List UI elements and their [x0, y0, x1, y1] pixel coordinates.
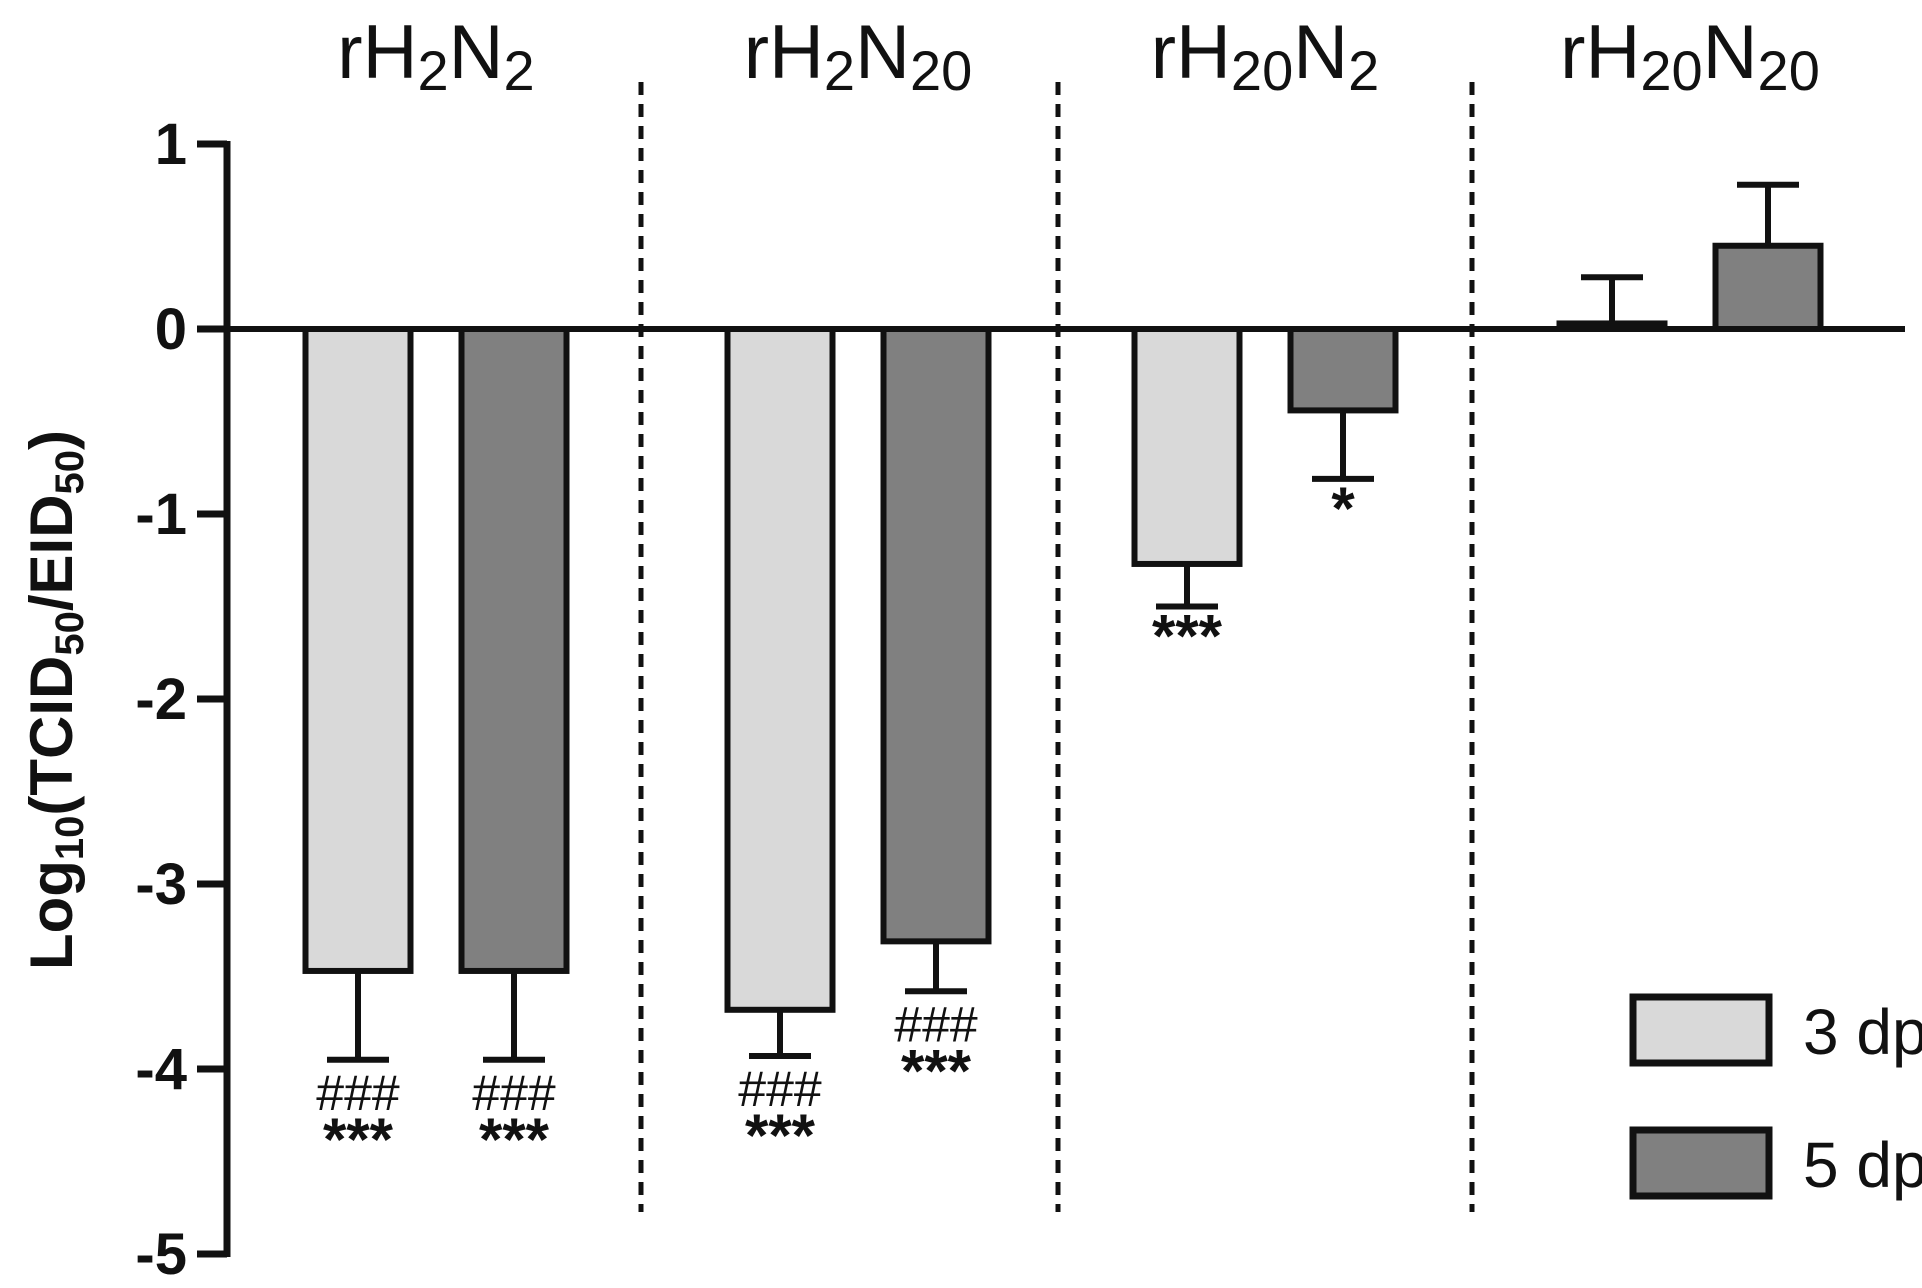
group-label-part: 2: [504, 39, 535, 102]
group-label-part: rH: [337, 10, 417, 95]
significance-label-s1-g3-1: ***: [1152, 603, 1223, 670]
significance-label-s1-g2-1: ###: [738, 1061, 822, 1117]
significance-label-s1-g1-1: ###: [316, 1065, 400, 1121]
ylabel-sub-50b: 50: [48, 450, 92, 495]
bar-s1-g3: [1131, 326, 1243, 567]
legend-swatch-1: [1629, 993, 1773, 1067]
significance-label-s2-g1-1: ###: [472, 1065, 556, 1121]
group-label-part: rH: [1151, 10, 1231, 95]
bar-s2-g3: [1287, 326, 1399, 414]
group-label-part: N: [1703, 10, 1758, 95]
ylabel-tcid: (TCID: [18, 656, 85, 816]
group-label-1: rH2N2: [337, 10, 534, 102]
group-label-part: 2: [418, 39, 449, 102]
group-label-part: 20: [1640, 39, 1702, 102]
bar-s2-g1: [458, 326, 570, 974]
y-tick-label: -4: [135, 1037, 187, 1102]
bar-s1-g2: [724, 326, 836, 1013]
y-tick-label: -3: [135, 852, 187, 917]
legend-label-2: 5 dpi: [1803, 1129, 1922, 1201]
group-label-part: rH: [1560, 10, 1640, 95]
bar-s2-g4: [1712, 242, 1824, 332]
y-tick-label: -5: [135, 1222, 187, 1283]
group-label-part: N: [1293, 10, 1348, 95]
ylabel-sub-50a: 50: [48, 611, 92, 656]
y-tick-label: 0: [155, 297, 187, 362]
significance-label-s2-g3-1: *: [1331, 475, 1355, 542]
bar-s2-g2: [880, 326, 992, 945]
group-label-part: N: [855, 10, 910, 95]
group-label-part: 20: [1758, 39, 1820, 102]
legend-swatch-2: [1629, 1126, 1773, 1200]
y-axis-label: Log10(TCID50/EID50): [18, 430, 92, 970]
significance-label-s1-g2-2: ***: [745, 1102, 816, 1169]
y-tick-label: -1: [135, 482, 187, 547]
group-label-2: rH2N20: [744, 10, 973, 102]
significance-label-s1-g1-2: ***: [323, 1106, 394, 1173]
significance-label-s2-g2-2: ***: [901, 1037, 972, 1104]
group-label-4: rH20N20: [1560, 10, 1820, 102]
significance-label-s2-g2-1: ###: [894, 996, 978, 1052]
group-label-part: rH: [744, 10, 824, 95]
group-label-3: rH20N2: [1151, 10, 1380, 102]
group-label-part: 2: [824, 39, 855, 102]
ylabel-sub-10: 10: [48, 816, 92, 861]
group-label-part: 20: [1231, 39, 1293, 102]
legend-label-1: 3 dpi: [1803, 996, 1922, 1068]
significance-label-s2-g1-2: ***: [479, 1106, 550, 1173]
y-tick-label: 1: [155, 112, 187, 177]
group-label-part: 20: [910, 39, 972, 102]
ylabel-prefix: Log: [18, 860, 85, 970]
bar-s1-g1: [302, 326, 414, 974]
ylabel-close: ): [18, 430, 85, 450]
y-tick-label: -2: [135, 667, 187, 732]
group-label-part: 2: [1348, 39, 1379, 102]
group-label-part: N: [449, 10, 504, 95]
ylabel-eid: /EID: [18, 494, 85, 611]
